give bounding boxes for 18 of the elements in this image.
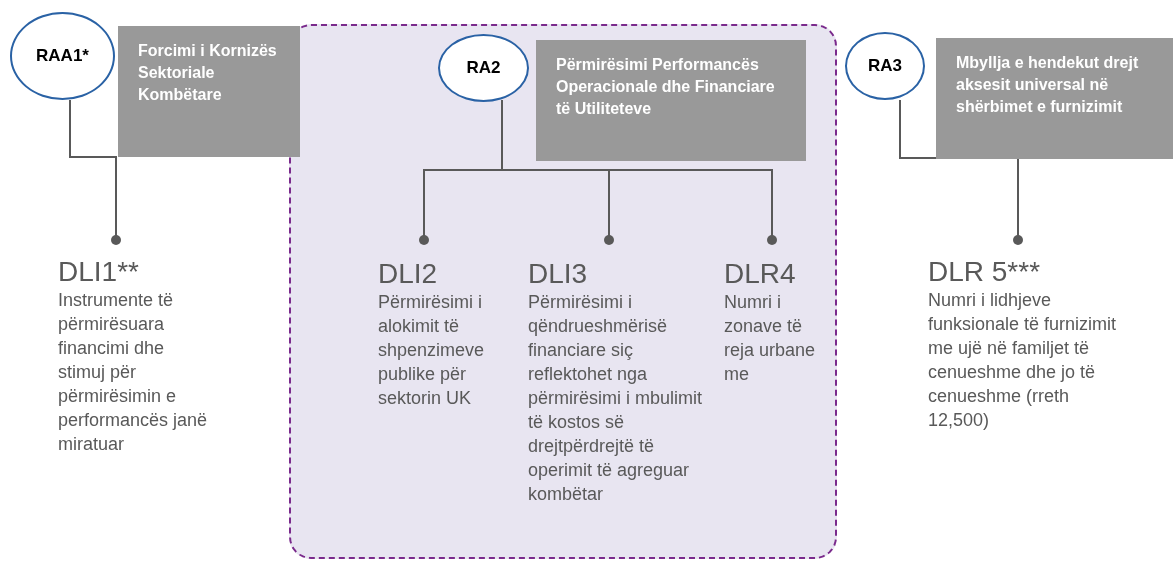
- indicator-heading: DLI3: [528, 258, 589, 290]
- result-title-box: Forcimi i Kornizës Sektoriale Kombëtare: [118, 26, 300, 157]
- result-ellipse: RA3: [845, 32, 925, 100]
- indicator-heading: DLI1**: [58, 256, 140, 288]
- result-ellipse: RA2: [438, 34, 529, 102]
- result-title-box: Mbyllja e hendekut drejt aksesit universal në shërbimet e furnizimit: [936, 38, 1173, 159]
- indicator-description: Numri i lidhjeve funksionale të furnizimit me ujë në familjet të cenueshme dhe jo të cenueshme (rreth 12,500): [928, 289, 1118, 432]
- indicator-description: Instrumente të përmirësuara financimi dhe stimuj për përmirësimin e performancës janë miratuar: [58, 289, 208, 456]
- indicator-heading: DLR 5***: [928, 256, 1042, 288]
- indicator-description: Përmirësimi i qëndrueshmërisë financiare siç reflektohet nga përmirësimi i mbulimit të kostos së drejtpërdrejtë të operimit të agreguar kombëtar: [528, 291, 703, 506]
- dashed-group-box: [289, 24, 837, 559]
- result-ellipse: RAA1*: [10, 12, 115, 100]
- result-title-box: Përmirësimi Performancës Operacionale dhe Financiare të Utiliteteve: [536, 40, 806, 161]
- indicator-heading: DLI2: [378, 258, 439, 290]
- connector-line: [69, 99, 121, 245]
- indicator-description: Numri i zonave të reja urbane me: [724, 291, 817, 386]
- indicator-heading: DLR4: [724, 258, 797, 290]
- indicator-description: Përmirësimi i alokimit të shpenzimeve publike për sektorin UK: [378, 291, 486, 410]
